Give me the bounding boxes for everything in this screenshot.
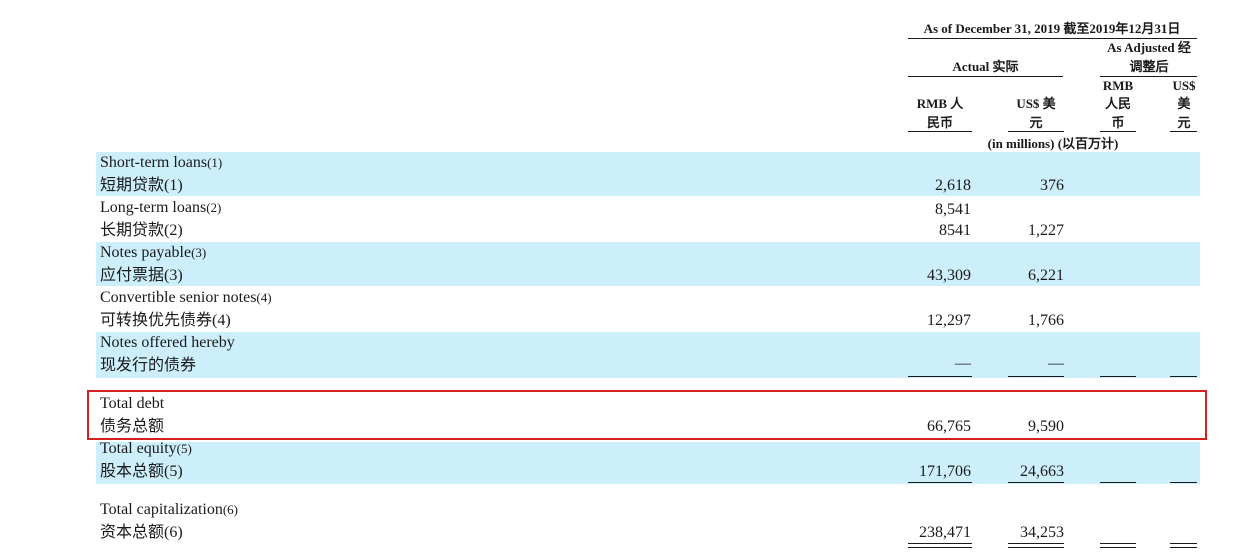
value-usd-actual: 1,766 [1028, 312, 1064, 329]
actual-header-rule [908, 76, 1063, 77]
band-notes-payable [96, 242, 1200, 286]
highlight-box [87, 390, 1207, 440]
band-notes-offered [96, 332, 1200, 378]
row-label-zh: 应付票据(3) [100, 267, 183, 284]
value-rmb-actual: 171,706 [919, 463, 971, 480]
adjusted-header-line2: 调整后 [1129, 59, 1169, 74]
col-rule-rmb-adjusted [1100, 131, 1136, 132]
value-usd-actual: 376 [1040, 177, 1064, 194]
actual-header: Actual 实际 [952, 59, 1019, 74]
row-label-en: Notes offered hereby [100, 334, 235, 351]
header-rule-top [908, 38, 1197, 39]
value-rmb-actual: 8541 [939, 222, 971, 239]
value-usd-actual: 34,253 [1020, 524, 1064, 541]
usd-adjusted-col-l1: US$ [1172, 78, 1196, 93]
total-double-rule [1008, 547, 1064, 548]
row-label-zh: 债务总额 [100, 418, 165, 435]
row-label-zh: 股本总额(5) [100, 463, 183, 480]
row-label-en: Notes payable(3) [100, 244, 207, 261]
row-label-zh: 长期贷款(2) [100, 222, 183, 239]
total-double-rule [1008, 543, 1064, 544]
value-usd-actual: 1,227 [1028, 222, 1064, 239]
usd-adjusted-col-l3: 元 [1177, 115, 1191, 130]
row-label-en: Short-term loans(1) [100, 154, 223, 171]
rmb-actual-col-l1: RMB 人 [916, 96, 964, 111]
rmb-adjusted-col-l1: RMB [1102, 78, 1134, 93]
value-usd-actual: 6,221 [1028, 267, 1064, 284]
value-rmb-actual: 43,309 [927, 267, 971, 284]
row-label-en: Convertible senior notes(4) [100, 289, 272, 306]
units-note: (in millions) (以百万计) [987, 136, 1119, 151]
usd-actual-col-l1: US$ 美 [1016, 96, 1056, 111]
footnote-ref: (3) [191, 245, 207, 260]
footnote-ref: (2) [206, 200, 222, 215]
footnote-ref: (6) [222, 502, 238, 517]
adjusted-header-line1: As Adjusted 经 [1107, 40, 1191, 55]
subtotal-rule [1100, 376, 1136, 377]
total-double-rule [908, 543, 972, 544]
total-double-rule [1100, 547, 1136, 548]
band-total-equity [96, 442, 1200, 484]
subtotal-rule [908, 376, 972, 377]
footnote-ref: (4) [256, 290, 272, 305]
subtotal-rule [1170, 376, 1197, 377]
row-label-en: Long-term loans(2) [100, 199, 222, 216]
value-usd-actual: 24,663 [1020, 463, 1064, 480]
row-label-zh: 现发行的债券 [100, 357, 197, 374]
as-of-date-header: As of December 31, 2019 截至2019年12月31日 [923, 21, 1181, 36]
subtotal-rule [1100, 482, 1136, 483]
rmb-actual-col-l2: 民币 [926, 115, 953, 130]
value-rmb-actual: 2,618 [935, 177, 971, 194]
rmb-adjusted-col-l2: 人民 [1104, 96, 1131, 111]
total-double-rule [908, 547, 972, 548]
footnote-ref: (1) [207, 155, 223, 170]
subtotal-rule [1008, 482, 1064, 483]
total-double-rule [1170, 547, 1197, 548]
value-rmb-actual: 66,765 [927, 418, 971, 435]
row-label-zh: 资本总额(6) [100, 524, 183, 541]
row-label-en: Total capitalization(6) [100, 501, 238, 518]
footnote-ref: (5) [176, 441, 192, 456]
value-usd-actual: — [1048, 355, 1064, 372]
band-short-term-loans [96, 152, 1200, 196]
value-rmb-actual: 238,471 [919, 524, 971, 541]
value-usd-actual: 9,590 [1028, 418, 1064, 435]
value-rmb-actual: 12,297 [927, 312, 971, 329]
total-double-rule [1170, 543, 1197, 544]
col-rule-usd-adjusted [1170, 131, 1197, 132]
adjusted-header-rule [1100, 76, 1197, 77]
usd-adjusted-col-l2: 美 [1177, 96, 1191, 111]
subtotal-rule [1170, 482, 1197, 483]
subtotal-rule [1008, 376, 1064, 377]
value-rmb-actual-en: 8,541 [935, 201, 971, 218]
rmb-adjusted-col-l3: 币 [1111, 115, 1125, 130]
row-label-en: Total debt [100, 395, 165, 412]
col-rule-rmb-actual [908, 131, 972, 132]
row-label-zh: 短期贷款(1) [100, 177, 183, 194]
row-label-en: Total equity(5) [100, 440, 192, 457]
col-rule-usd-actual [1008, 131, 1064, 132]
subtotal-rule [908, 482, 972, 483]
total-double-rule [1100, 543, 1136, 544]
row-label-zh: 可转换优先债券(4) [100, 312, 231, 329]
value-rmb-actual: — [955, 355, 971, 372]
usd-actual-col-l2: 元 [1029, 115, 1043, 130]
